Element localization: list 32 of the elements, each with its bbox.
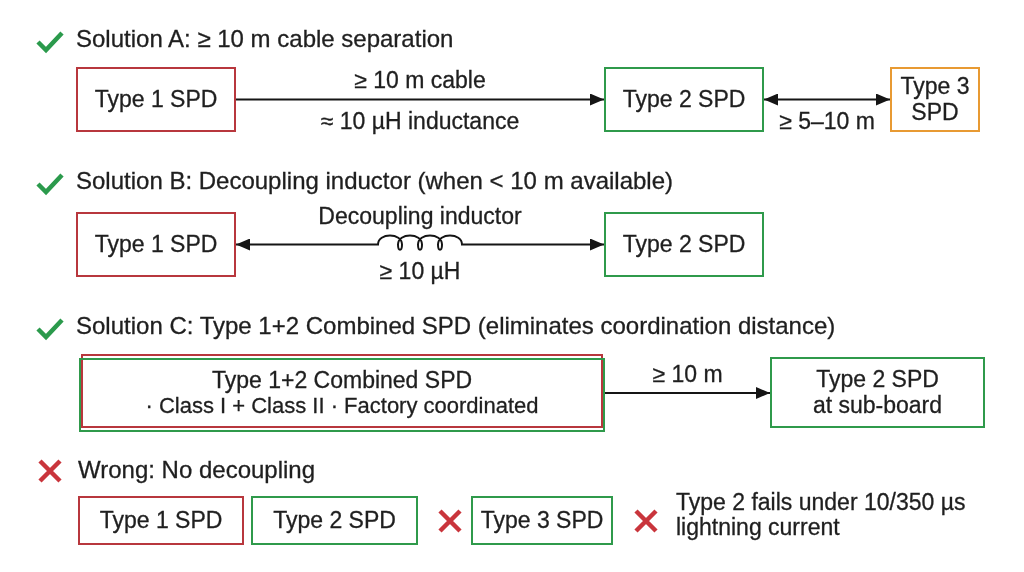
- device-label: at sub-board: [812, 392, 943, 419]
- spd-box: [76, 67, 236, 132]
- inductor-double-arrow: [235, 234, 605, 251]
- section-heading: Wrong: No decoupling: [78, 456, 316, 484]
- device-label: Type 2 SPD: [622, 86, 746, 113]
- device-label: Type 2 SPD: [273, 507, 396, 534]
- device-label: Type 2 SPD: [816, 366, 939, 393]
- spd-box: [76, 212, 236, 277]
- device-label: Type 1+2 Combined SPD: [211, 367, 473, 394]
- combined-spd-box: [79, 354, 605, 432]
- section-heading: Solution A: ≥ 10 m cable separation: [76, 25, 454, 53]
- device-label: Type 2 SPD: [622, 231, 746, 258]
- spd-box: [251, 496, 418, 545]
- warning-note: Type 2 fails under 10/350 µs lightning current: [676, 490, 967, 541]
- device-label: Type 3 SPD: [480, 507, 604, 534]
- section-heading: Solution B: Decoupling inductor (when < 10 m available): [76, 167, 673, 195]
- spd-box: [604, 212, 764, 277]
- spd-box: [78, 496, 244, 545]
- spd-box: [471, 496, 613, 545]
- spd-box: [890, 67, 980, 132]
- arrow: [235, 93, 605, 106]
- device-label: Type 1 SPD: [94, 231, 218, 258]
- section-heading: Solution C: Type 1+2 Combined SPD (eliminates coordination distance): [76, 312, 836, 340]
- device-label: Type 3 SPD: [899, 73, 971, 126]
- device-label: Type 1 SPD: [99, 507, 223, 534]
- device-label: Type 1 SPD: [94, 86, 218, 113]
- spd-box: [604, 67, 764, 132]
- device-label: · Class I + Class II · Factory coordinated: [145, 393, 539, 419]
- arrow: [604, 387, 771, 399]
- double-arrow: [763, 93, 891, 106]
- annotation-label: ≈ 10 µH inductance: [318, 108, 522, 135]
- spd-box: [770, 357, 985, 428]
